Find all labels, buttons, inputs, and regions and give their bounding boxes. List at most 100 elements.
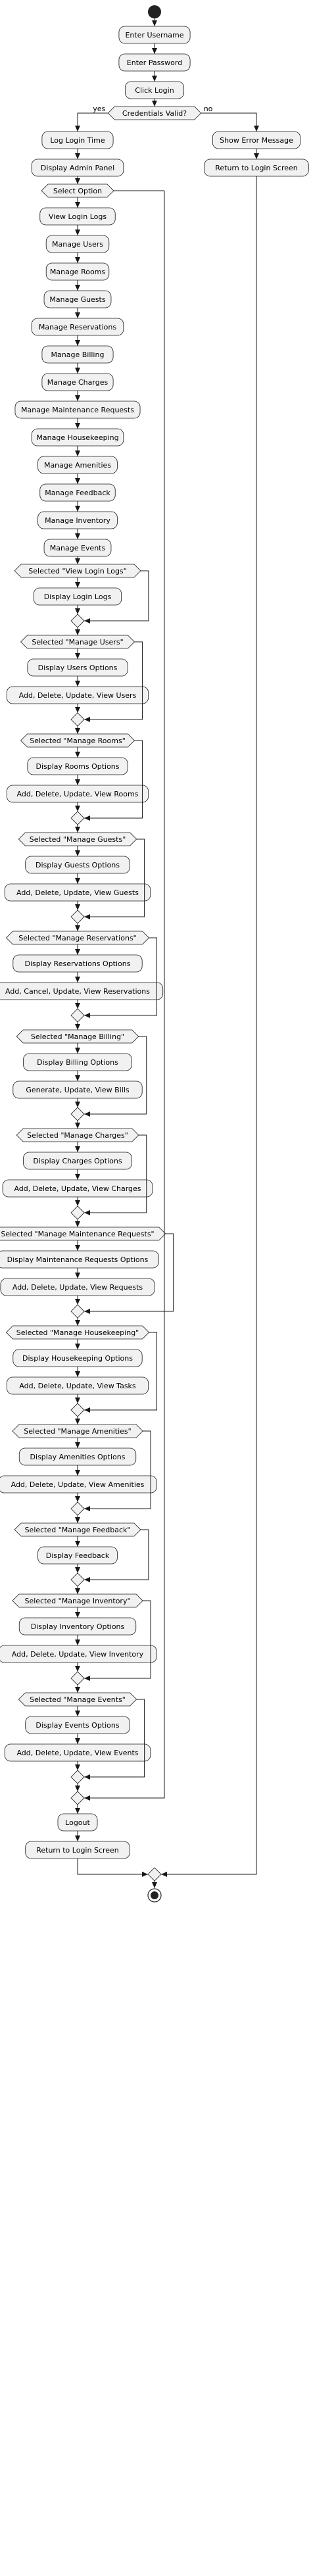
arrowhead	[84, 914, 90, 919]
branch-skip-edge	[84, 1332, 157, 1411]
branch-1-action-1-label: Add, Delete, Update, View Users	[19, 691, 137, 700]
branch-merge-7	[70, 1304, 85, 1319]
enter-password-action-label: Enter Password	[127, 59, 182, 67]
select-option-decision-label: Select Option	[53, 187, 102, 195]
arrowhead	[75, 1517, 80, 1523]
arrowhead	[75, 178, 80, 184]
arrowhead	[75, 285, 80, 291]
branch-4-action-0: Display Reservations Options	[12, 954, 143, 973]
arrowhead	[75, 558, 80, 564]
arrowhead	[84, 1407, 90, 1413]
arrowhead	[75, 1588, 80, 1594]
arrowhead	[75, 1496, 80, 1502]
branch-skip-edge	[84, 1036, 147, 1115]
arrowhead	[75, 1786, 80, 1791]
arrowhead	[75, 312, 80, 318]
branch-8-action-1-label: Add, Delete, Update, View Tasks	[19, 1382, 136, 1390]
arrowhead	[84, 1676, 90, 1681]
branch-decision-0-label: Selected "View Login Logs"	[28, 567, 126, 575]
arrowhead	[75, 1075, 80, 1081]
arrowhead	[75, 1024, 80, 1030]
branch-1-action-1: Add, Delete, Update, View Users	[6, 686, 149, 704]
branch-skip-edge	[84, 1529, 149, 1580]
branch-skip-edge	[84, 1233, 174, 1312]
arrowhead	[75, 478, 80, 484]
show-error-action-label: Show Error Message	[220, 136, 293, 145]
arrowhead	[75, 608, 80, 614]
branch-4-action-0-label: Display Reservations Options	[25, 960, 131, 968]
arrowhead	[75, 153, 80, 159]
menu-item-4-label: Manage Reservations	[39, 323, 116, 331]
arrowhead	[75, 1371, 80, 1377]
enter-username-action: Enter Username	[118, 26, 191, 44]
menu-item-9: Manage Amenities	[37, 456, 118, 474]
branch-5-action-1: Generate, Update, View Bills	[12, 1081, 143, 1099]
branch-1-action-0-label: Display Users Options	[38, 664, 118, 672]
select-return-edge	[84, 191, 165, 1799]
branch-merge-8	[70, 1403, 85, 1417]
arrowhead	[75, 506, 80, 512]
click-login-action-label: Click Login	[135, 86, 174, 95]
branch-merge-3	[70, 910, 85, 924]
menu-item-9-label: Manage Amenities	[44, 461, 111, 470]
branch-6-action-0-label: Display Charges Options	[33, 1157, 122, 1165]
arrowhead	[75, 1221, 80, 1227]
arrowhead	[75, 977, 80, 983]
branch-decision-11: Selected "Manage Inventory"	[12, 1593, 143, 1608]
branch-decision-5-label: Selected "Manage Billing"	[31, 1033, 124, 1041]
arrowhead	[75, 827, 80, 833]
arrowhead	[75, 925, 80, 931]
branch-decision-5: Selected "Manage Billing"	[16, 1029, 139, 1044]
branch-11-action-0-label: Display Inventory Options	[31, 1622, 125, 1631]
arrowhead	[75, 707, 80, 713]
enter-password-action: Enter Password	[118, 53, 191, 72]
arrowhead	[75, 1123, 80, 1129]
branch-decision-3-label: Selected "Manage Guests"	[30, 835, 126, 844]
arrowhead	[75, 728, 80, 734]
menu-item-11-label: Manage Inventory	[45, 516, 110, 525]
arrowhead	[84, 717, 90, 722]
branch-skip-edge	[84, 1699, 145, 1778]
branch-skip-edge	[84, 641, 143, 720]
menu-item-10: Manage Feedback	[39, 483, 116, 502]
menu-item-10-label: Manage Feedback	[45, 489, 110, 497]
display-admin-panel-action: Display Admin Panel	[31, 158, 124, 177]
branch-skip-edge	[84, 1430, 151, 1509]
menu-item-5: Manage Billing	[41, 345, 114, 364]
enter-username-action-label: Enter Username	[125, 31, 183, 39]
arrowhead	[75, 1711, 80, 1716]
arrowhead	[75, 1442, 80, 1448]
arrowhead	[75, 1102, 80, 1107]
menu-item-2: Manage Rooms	[45, 262, 110, 281]
branch-3-action-1-label: Add, Delete, Update, View Guests	[16, 888, 139, 897]
branch-skip-edge	[84, 937, 157, 1016]
arrowhead	[84, 1210, 90, 1215]
branch-11-action-1: Add, Delete, Update, View Inventory	[0, 1645, 157, 1663]
arrowhead	[75, 257, 80, 263]
arrowhead	[75, 1738, 80, 1744]
credentials-merge	[147, 1867, 162, 1882]
branch-10-action-0: Display Feedback	[37, 1546, 118, 1565]
menu-item-5-label: Manage Billing	[51, 351, 105, 359]
arrowhead	[75, 1687, 80, 1693]
select-option-decision: Select Option	[41, 183, 114, 198]
branch-merge-11	[70, 1671, 85, 1686]
arrowhead	[75, 1419, 80, 1424]
branch-0-action-0-label: Display Login Logs	[44, 593, 112, 601]
arrowhead	[75, 1245, 80, 1251]
arrowhead	[75, 395, 80, 401]
arrowhead	[84, 1309, 90, 1314]
return-login-end-action-label: Return to Login Screen	[36, 1846, 119, 1855]
branch-3-action-0-label: Display Guests Options	[36, 861, 120, 869]
flow-edge	[161, 176, 257, 1875]
credentials-decision-label: Credentials Valid?	[122, 109, 187, 118]
display-admin-panel-action-label: Display Admin Panel	[41, 164, 114, 172]
menu-item-3-label: Manage Guests	[49, 295, 105, 304]
branch-4-action-1-label: Add, Cancel, Update, View Reservations	[5, 987, 150, 996]
branch-2-action-1: Add, Delete, Update, View Rooms	[6, 785, 149, 803]
arrowhead	[84, 815, 90, 821]
arrowhead	[75, 1640, 80, 1645]
menu-item-8: Manage Housekeeping	[31, 428, 124, 447]
arrowhead	[254, 126, 259, 132]
